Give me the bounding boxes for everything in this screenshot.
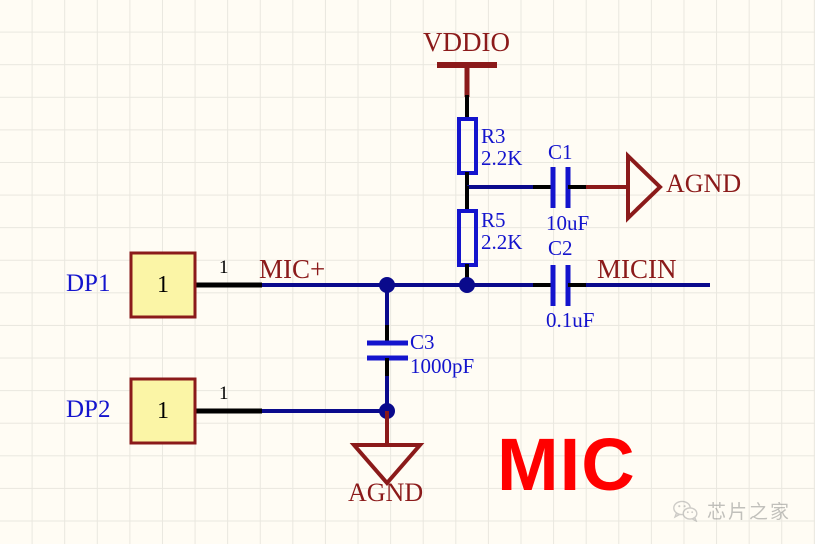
resistor-r3-designator[interactable]: R3: [481, 124, 506, 148]
resistor-r3-body: [457, 117, 478, 175]
capacitor-c1-body: [550, 167, 571, 208]
resistor-r5-designator[interactable]: R5: [481, 208, 506, 232]
connector-dp2-box[interactable]: [129, 377, 197, 445]
capacitor-c3-designator[interactable]: C3: [410, 330, 435, 354]
connector-dp1-pin-number: 1: [219, 257, 229, 278]
capacitor-c2-designator[interactable]: C2: [548, 236, 573, 260]
connector-dp1-box[interactable]: [129, 251, 197, 319]
vddio-power-symbol: [437, 62, 497, 97]
watermark-text: 芯片之家: [707, 501, 792, 523]
resistor-r5-value[interactable]: 2.2K: [481, 230, 523, 254]
resistor-r3-value[interactable]: 2.2K: [481, 146, 523, 170]
capacitor-c2-value[interactable]: 0.1uF: [546, 308, 595, 332]
annotation-mic-title: MIC: [497, 423, 636, 506]
connector-dp1-designator[interactable]: DP1: [66, 270, 111, 297]
connector-dp2-designator[interactable]: DP2: [66, 396, 111, 423]
net-label-micin[interactable]: MICIN: [597, 254, 677, 284]
agnd-triangle-right-symbol: [626, 151, 663, 223]
net-label-mic-plus[interactable]: MIC+: [259, 254, 326, 284]
junction-dot-divider: [459, 277, 475, 293]
capacitor-c2-body: [550, 265, 571, 306]
wechat-icon: [673, 500, 698, 522]
watermark: 芯片之家: [673, 497, 791, 524]
connector-dp2-pin-number: 1: [219, 383, 229, 404]
resistor-r5-body: [457, 209, 478, 267]
connector-dp2-pin-value: 1: [157, 397, 169, 424]
agnd-triangle-down-symbol: [349, 443, 425, 487]
ground-label-agnd-right[interactable]: AGND: [666, 169, 742, 198]
connector-dp1-pin-value: 1: [157, 271, 169, 298]
capacitor-c1-value[interactable]: 10uF: [546, 211, 590, 235]
capacitor-c3-body: [367, 340, 408, 361]
power-net-label-vddio[interactable]: VDDIO: [423, 27, 510, 57]
capacitor-c1-designator[interactable]: C1: [548, 140, 573, 164]
ground-label-agnd-bottom[interactable]: AGND: [348, 478, 424, 507]
capacitor-c3-value[interactable]: 1000pF: [410, 354, 475, 378]
